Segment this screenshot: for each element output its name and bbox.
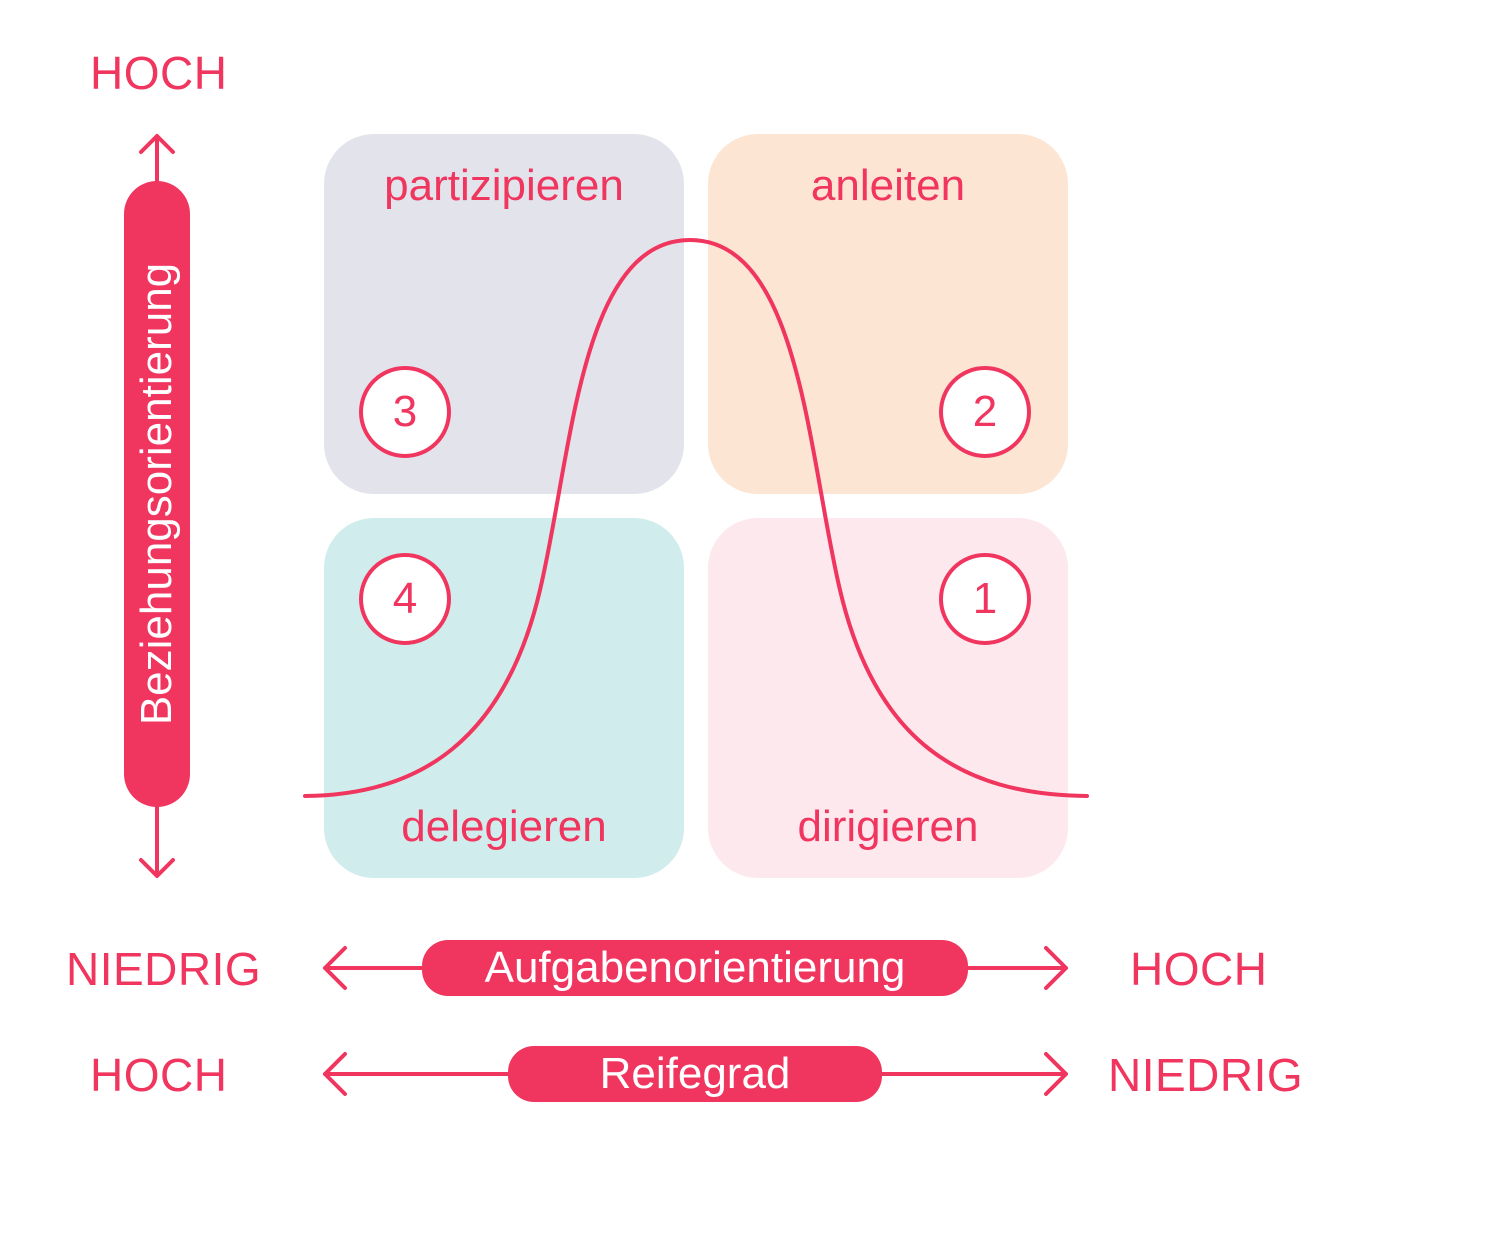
quadrant-participate-label: partizipieren	[384, 161, 624, 210]
maturity-arrow-right	[878, 1052, 1068, 1096]
task-axis-low-label: NIEDRIG	[66, 943, 262, 995]
badge-1: 1	[939, 553, 1031, 645]
vertical-arrow-down	[139, 805, 175, 878]
relationship-orientation-pill	[124, 181, 190, 807]
task-orientation-pill: Aufgabenorientierung	[422, 940, 968, 996]
task-arrow-right	[964, 946, 1068, 990]
quadrant-direct-label: dirigieren	[797, 802, 979, 851]
quadrant-delegate-label: delegieren	[401, 802, 607, 851]
maturity-axis-low-label: NIEDRIG	[1108, 1049, 1304, 1101]
vertical-arrow-up	[139, 134, 175, 183]
relationship-orientation-title: Beziehungsorientierung	[132, 262, 181, 726]
badge-4: 4	[359, 553, 451, 645]
maturity-axis-high-label: HOCH	[90, 1049, 228, 1101]
badge-3: 3	[359, 366, 451, 458]
maturity-bell-curve	[303, 238, 1089, 798]
maturity-pill: Reifegrad	[508, 1046, 882, 1102]
maturity-arrow-left	[323, 1052, 512, 1096]
task-axis-high-label: HOCH	[1130, 943, 1268, 995]
task-arrow-left	[323, 946, 427, 990]
quadrant-guide-label: anleiten	[810, 161, 966, 210]
vertical-axis-high-label: HOCH	[90, 47, 228, 99]
badge-2: 2	[939, 366, 1031, 458]
